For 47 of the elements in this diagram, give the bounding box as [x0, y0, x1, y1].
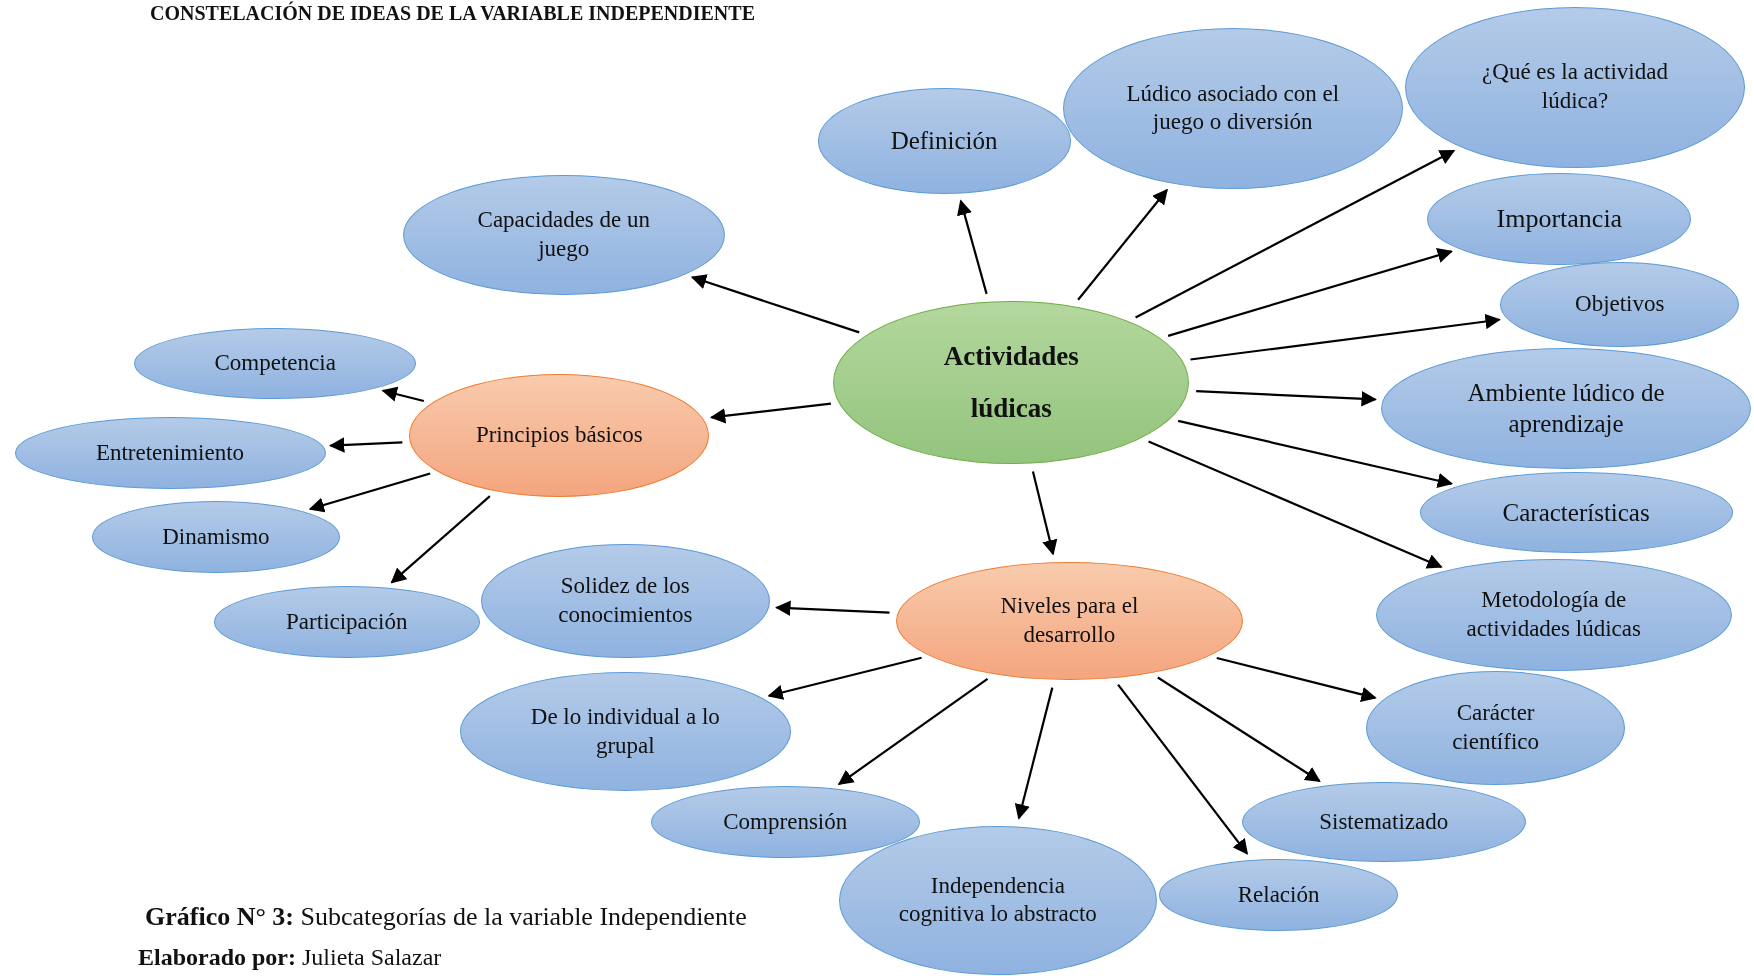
author-note: Elaborado por: Julieta Salazar [138, 944, 442, 971]
node-label: ¿Qué es la actividad lúdica? [1481, 58, 1669, 116]
arrow [1148, 440, 1443, 569]
node-label: Capacidades de un juego [476, 206, 651, 263]
arrow [1157, 676, 1321, 782]
title: CONSTELACIÓN DE IDEAS DE LA VARIABLE INDEPENDIENTE [150, 2, 755, 25]
node-label: Participación [286, 607, 408, 636]
node-label: Niveles para el desarrollo [999, 592, 1140, 649]
node-label: Actividades lúdicas [942, 340, 1080, 425]
arrow [709, 402, 831, 424]
node-label: Definición [890, 126, 998, 157]
node-label: Entretenimiento [95, 438, 245, 467]
arrow [308, 472, 431, 513]
node-label: Características [1502, 497, 1650, 528]
node-label: Ambiente lúdico de aprendizaje [1466, 378, 1666, 440]
arrow [381, 386, 425, 403]
arrow [1135, 149, 1456, 319]
node-label: Sistematizado [1319, 807, 1449, 836]
arrow [767, 656, 922, 700]
node-label: Relación [1237, 880, 1320, 909]
arrow [1031, 471, 1058, 556]
arrow [957, 199, 988, 295]
arrow [1216, 656, 1377, 702]
arrow [1117, 683, 1249, 855]
arrow [1177, 419, 1454, 489]
node-label: Competencia [214, 349, 336, 378]
node-label: Independencia cognitiva lo abstracto [897, 871, 1098, 929]
arrow [775, 600, 890, 616]
node-label: Carácter científico [1451, 699, 1540, 757]
node-label: Principios básicos [475, 420, 643, 449]
arrow [1167, 247, 1453, 337]
node-label: Dinamismo [162, 522, 270, 551]
arrow [1196, 390, 1377, 407]
arrow [690, 274, 860, 334]
node-label: Solidez de los conocimientos [557, 571, 694, 629]
node-label: De lo individual a lo grupal [529, 702, 721, 760]
node-label: Lúdico asociado con el juego o diversión [1125, 79, 1341, 137]
node-label: Objetivos [1575, 289, 1665, 318]
node-label: Metodología de actividades lúdicas [1465, 586, 1642, 644]
arrow [1014, 687, 1054, 820]
arrow [1077, 188, 1168, 301]
node-label: Importancia [1496, 203, 1623, 235]
node-label: Comprensión [723, 807, 848, 836]
caption: Gráfico N° 3: Subcategorías de la variable Independiente [145, 902, 747, 932]
arrow [1190, 313, 1501, 361]
arrow [390, 495, 491, 584]
arrow [328, 437, 403, 453]
